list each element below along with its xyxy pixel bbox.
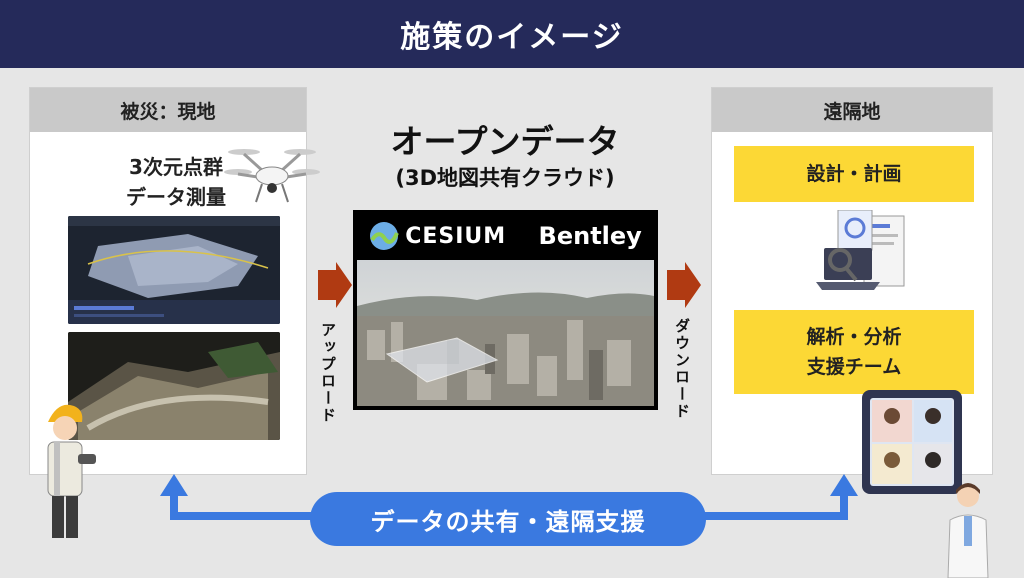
cesium-logo: CESIUM [369,221,506,251]
cesium-logo-text: CESIUM [405,223,507,249]
upload-arrow [318,262,352,308]
analysis-laptop-icon [816,210,905,290]
share-arrowhead-left [160,474,188,496]
survey-title-line1: 3次元点群 [129,155,223,179]
analysis-team-box: 解析・分析 支援チーム [734,310,974,394]
drone-icon [224,149,320,203]
page-title: 施策のイメージ [400,20,624,55]
survey-title-line2: データ測量 [126,185,226,209]
onsite-panel: 被災：現地 3次元点群 データ測量 [30,88,320,474]
open-data-subtitle: (3D地図共有クラウド) [395,166,615,190]
analysis-line2: 支援チーム [806,356,902,378]
cesium-mark-icon [370,222,400,250]
bentley-logo: Bentley [538,222,642,250]
scientist-icon [947,483,989,578]
plan-box: 設計・計画 [734,146,974,202]
city-3d-view [357,260,654,406]
share-line-right-vertical [840,494,848,520]
onsite-heading: 被災：現地 [30,88,306,132]
analysis-line1: 解析・分析 [806,326,902,348]
data-share-label: データの共有・遠隔支援 [310,492,706,546]
cloud-platform-image: CESIUM Bentley [353,210,658,410]
upload-label: アップロード [319,322,337,424]
download-arrow [667,262,701,308]
share-line-left [170,512,320,520]
platform-logos: CESIUM Bentley [353,210,658,262]
worker-icon [47,404,96,538]
share-line-right [700,512,848,520]
remote-heading: 遠隔地 [712,88,992,132]
point-cloud-screenshot [68,216,280,324]
download-label: ダウンロード [673,318,691,420]
share-line-left-vertical [170,494,178,520]
terrain-screenshot [68,332,280,440]
video-call-tablet-icon [862,390,962,494]
survey-title: 3次元点群 データ測量 [116,152,236,212]
open-data-title: オープンデータ [390,122,620,161]
share-arrowhead-right [830,474,858,496]
page-header: 施策のイメージ [0,0,1024,68]
